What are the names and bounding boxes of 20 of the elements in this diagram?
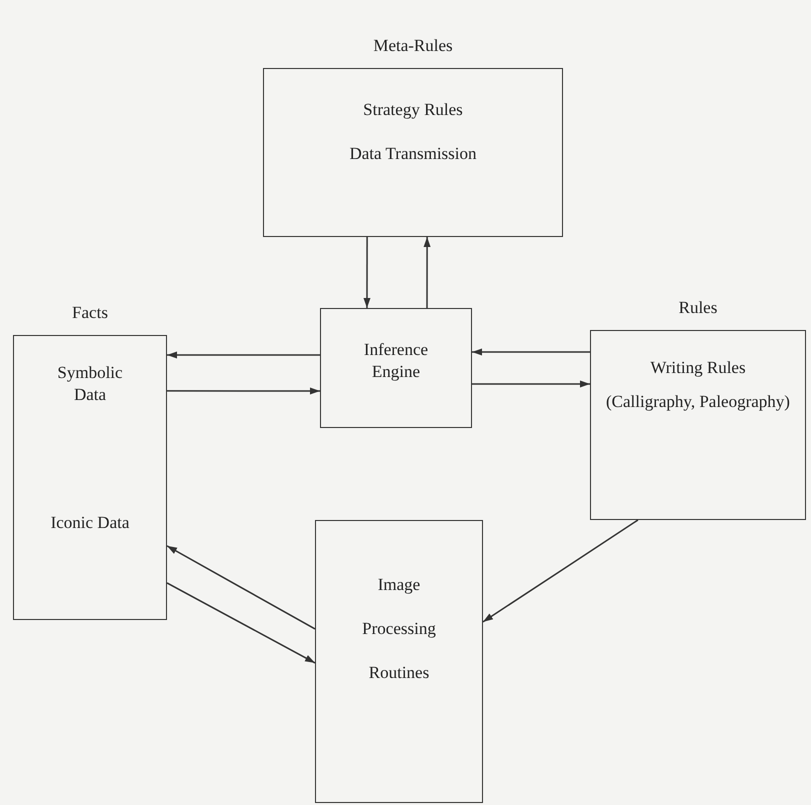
arrow	[167, 351, 320, 358]
box-text: Writing Rules	[650, 357, 746, 379]
box-text: (Calligraphy, Paleography)	[606, 391, 790, 414]
box-text: Data Transmission	[349, 143, 477, 166]
box-text: Image Processing Routines	[361, 574, 437, 684]
box-heading: Meta-Rules	[372, 36, 454, 56]
arrow	[482, 519, 638, 622]
arrow	[363, 237, 370, 308]
box-heading: Rules	[678, 298, 718, 318]
arrow	[424, 237, 431, 308]
arrow	[472, 348, 590, 356]
box-heading: Facts	[71, 303, 109, 323]
arrow	[472, 380, 590, 388]
box-text: Strategy Rules	[363, 99, 463, 121]
box-text: Symbolic Data	[56, 362, 124, 406]
arrow	[167, 388, 320, 395]
box-text: Iconic Data	[50, 512, 130, 534]
arrow	[166, 545, 316, 630]
arrow	[166, 582, 316, 664]
box-text: Inference Engine	[362, 339, 430, 384]
